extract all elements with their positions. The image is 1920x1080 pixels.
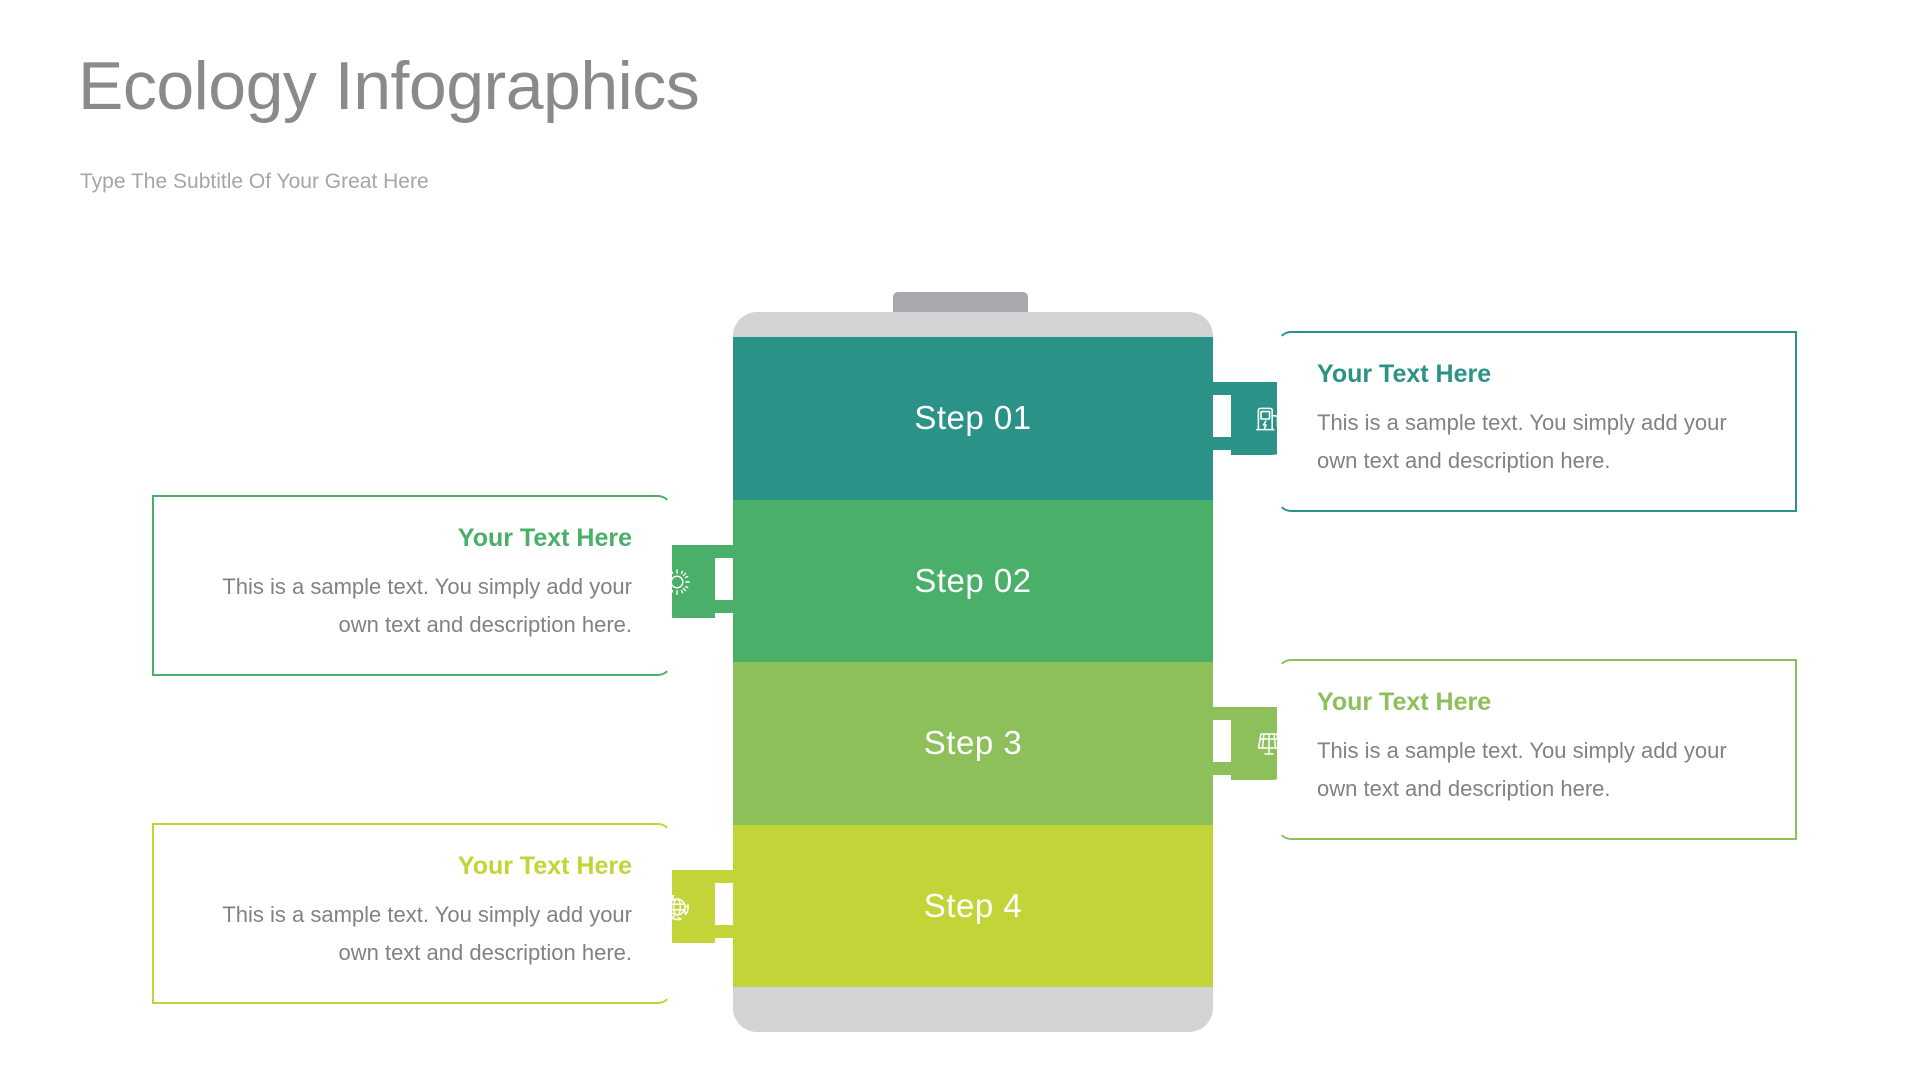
step-label: Step 02	[914, 561, 1032, 599]
page-subtitle: Type The Subtitle Of Your Great Here	[80, 170, 429, 193]
card-heading: Your Text Here	[457, 852, 632, 880]
card-heading: Your Text Here	[457, 524, 632, 552]
card-body: This is a sample text. You simply add yo…	[1317, 738, 1727, 802]
battery-cell-step-02[interactable]: Step 02	[639, 499, 1213, 662]
card-body: This is a sample text. You simply add yo…	[222, 902, 632, 966]
description-card-step-01[interactable]: Your Text Here This is a sample text. Yo…	[1277, 331, 1797, 512]
battery-cell-step-01[interactable]: Step 01	[733, 337, 1307, 500]
description-card-step-3[interactable]: Your Text Here This is a sample text. Yo…	[1277, 659, 1797, 840]
battery-cells: Step 01	[639, 337, 1307, 987]
battery-shell-bottom	[733, 984, 1213, 1032]
battery-cell-step-4[interactable]: Step 4	[639, 824, 1213, 987]
description-card-step-4[interactable]: Your Text Here This is a sample text. Yo…	[152, 823, 672, 1004]
card-body: This is a sample text. You simply add yo…	[1317, 410, 1727, 474]
step-label: Step 4	[923, 886, 1023, 924]
battery-cell-step-3[interactable]: Step 3	[733, 662, 1307, 825]
step-label: Step 01	[914, 399, 1032, 437]
battery-graphic: Step 01	[639, 292, 1307, 1032]
description-card-step-02[interactable]: Your Text Here This is a sample text. Yo…	[152, 495, 672, 676]
page-title: Ecology Infographics	[78, 48, 700, 124]
card-heading: Your Text Here	[1317, 360, 1492, 388]
card-body: This is a sample text. You simply add yo…	[222, 574, 632, 638]
step-label: Step 3	[923, 724, 1023, 762]
card-heading: Your Text Here	[1317, 688, 1492, 716]
